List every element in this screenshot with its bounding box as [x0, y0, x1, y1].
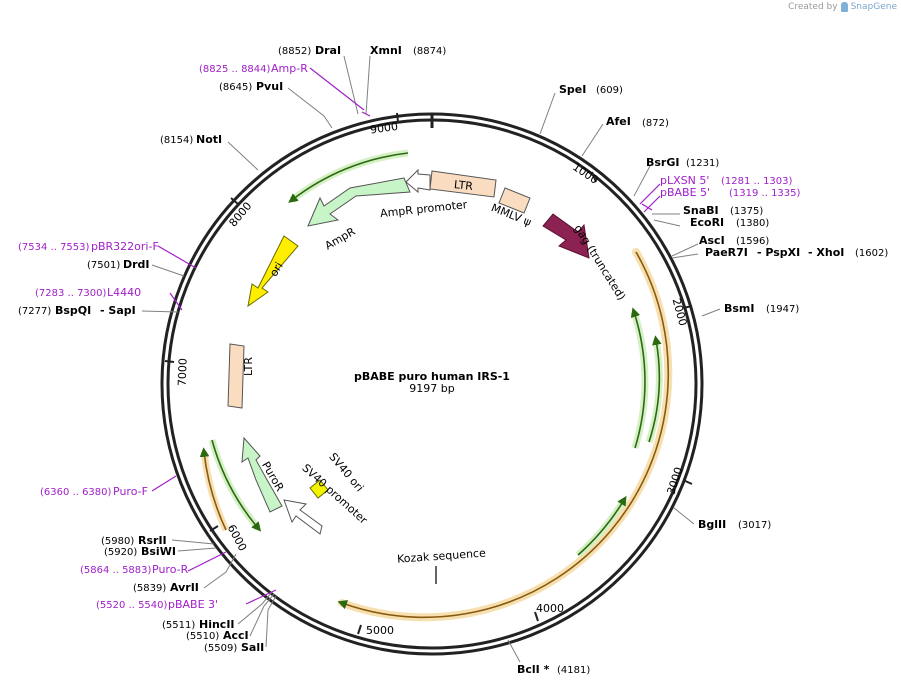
site-pvu1-pos: (8645): [219, 82, 252, 93]
primer-ampr-pos: (8825 .. 8844): [199, 64, 271, 75]
primer-pbabe5-name: pBABE 5': [660, 186, 710, 199]
snapgene-logo-icon: [840, 2, 848, 12]
site-sali-name: SalI: [241, 641, 264, 654]
ori-feature: [247, 235, 299, 308]
site-bspqi-pos: (7277): [18, 306, 51, 317]
site-dra1-pos: (8852): [278, 46, 311, 57]
ampr-promoter-feature: [405, 168, 431, 194]
site-bglii-pos: (3017): [738, 520, 771, 531]
puror-feature: [241, 436, 283, 513]
site-acci-pos: (5510): [186, 631, 219, 642]
primer-plxsn-pos: (1281 .. 1303): [721, 176, 793, 187]
primer-pbabe5-pos: (1319 .. 1335): [729, 188, 801, 199]
site-hincii-name: HincII: [199, 618, 235, 631]
ampr-feature: [307, 177, 411, 227]
site-bspqi-name: BspQI: [55, 304, 91, 317]
site-rsrii-pos: (5980): [101, 536, 134, 547]
ltr-left-feature: [227, 343, 245, 409]
ltr-top-feature: [429, 170, 497, 198]
site-sapi-name: - SapI: [100, 304, 136, 317]
snapgene-credit: Created by SnapGene: [788, 2, 897, 12]
site-leaders: [141, 55, 721, 663]
tick-4000: 4000: [536, 602, 564, 615]
tick-1000: 1000: [570, 160, 600, 186]
site-avrii-name: AvrII: [170, 581, 199, 594]
primer-l4440-pos: (7283 .. 7300): [35, 288, 107, 299]
primer-purof-name: Puro-F: [113, 485, 148, 498]
plasmid-size: 9197 bp: [409, 382, 454, 395]
site-avrii-pos: (5839): [133, 583, 166, 594]
site-acci-name: AccI: [223, 629, 249, 642]
site-pvu1-name: PvuI: [256, 80, 283, 93]
primer-purof-pos: (6360 .. 6380): [40, 487, 112, 498]
mmlv-psi-feature: [498, 187, 531, 214]
tick-3000: 3000: [664, 466, 685, 497]
site-pspxi-name: - PspXI: [757, 246, 800, 259]
gag-label: gag (truncated): [571, 222, 628, 302]
primer-puror-pos: (5864 .. 5883): [80, 565, 152, 576]
site-hincii-pos: (5511): [162, 620, 195, 631]
plasmid-title: pBABE puro human IRS-1: [354, 370, 510, 383]
kozak-label: Kozak sequence: [397, 547, 487, 566]
sv40-ori-feature: [309, 479, 329, 499]
tick-2000: 2000: [670, 297, 690, 327]
primer-puror-name: Puro-R: [152, 563, 189, 576]
gag-feature: [542, 213, 590, 259]
sv40-promoter-feature: [283, 499, 323, 535]
primer-leaders: [151, 67, 661, 605]
site-bglii-name: BglII: [698, 518, 726, 531]
primer-pbr322-name: pBR322ori-F: [91, 240, 159, 253]
site-afe1-pos: (872): [642, 118, 669, 129]
site-bcli-pos: (4181): [557, 665, 590, 676]
site-ecor1-pos: (1380): [736, 218, 769, 229]
site-asc1-name: AscI: [699, 234, 725, 247]
site-afe1-name: AfeI: [606, 115, 631, 128]
primer-plxsn-name: pLXSN 5': [660, 174, 709, 187]
site-drd1-name: DrdI: [123, 258, 150, 271]
site-rsrii-name: RsrII: [138, 534, 167, 547]
site-bsiwi-name: BsiWI: [141, 545, 176, 558]
credit-brand: SnapGene: [850, 2, 897, 12]
site-bcli-name: BclI *: [517, 663, 550, 676]
tick-group: [164, 112, 693, 635]
site-dra1-name: DraI: [315, 44, 341, 57]
site-sali-pos: (5509): [204, 643, 237, 654]
site-drd1-pos: (7501): [87, 260, 120, 271]
site-spe1-pos: (609): [596, 85, 623, 96]
ampr-promoter-label: AmpR promoter: [379, 198, 468, 220]
primer-ampr-name: Amp-R: [271, 62, 308, 75]
ampr-label: AmpR: [323, 225, 358, 253]
site-paer7i-name: PaeR7I: [705, 246, 748, 259]
ltr-top-label: LTR: [453, 178, 474, 193]
site-ecor1-name: EcoRI: [690, 216, 724, 229]
site-snab1-pos: (1375): [730, 206, 763, 217]
site-asc1-pos: (1596): [736, 236, 769, 247]
site-snab1-name: SnaBI: [683, 204, 719, 217]
orf-large-orange: [338, 248, 673, 622]
tick-9000: 9000: [369, 120, 399, 137]
tick-5000: 5000: [366, 624, 394, 637]
tick-7000: 7000: [176, 358, 190, 386]
primer-pbabe3-name: pBABE 3': [168, 598, 218, 611]
site-xhoi-pos: (1602): [855, 248, 888, 259]
site-xmn1-pos: (8874): [413, 46, 446, 57]
ltr-left-label: LTR: [242, 357, 255, 376]
site-xhoi-name: - XhoI: [808, 246, 844, 259]
ori-label: ori: [267, 260, 286, 279]
site-not1-name: NotI: [196, 133, 222, 146]
site-bsrg1-pos: (1231): [686, 158, 719, 169]
primer-l4440-name: L4440: [107, 286, 141, 299]
site-bsiwi-pos: (5920): [104, 547, 137, 558]
credit-prefix: Created by: [788, 2, 838, 12]
site-not1-pos: (8154): [160, 135, 193, 146]
site-xmn1-name: XmnI: [370, 44, 402, 57]
site-bsmi-pos: (1947): [766, 304, 799, 315]
site-bsmi-name: BsmI: [724, 302, 755, 315]
site-bsrg1-name: BsrGI: [646, 156, 679, 169]
primer-pbr322-pos: (7534 .. 7553): [18, 242, 90, 253]
site-spe1-name: SpeI: [559, 83, 586, 96]
primer-pbabe3-pos: (5520 .. 5540): [96, 600, 168, 611]
